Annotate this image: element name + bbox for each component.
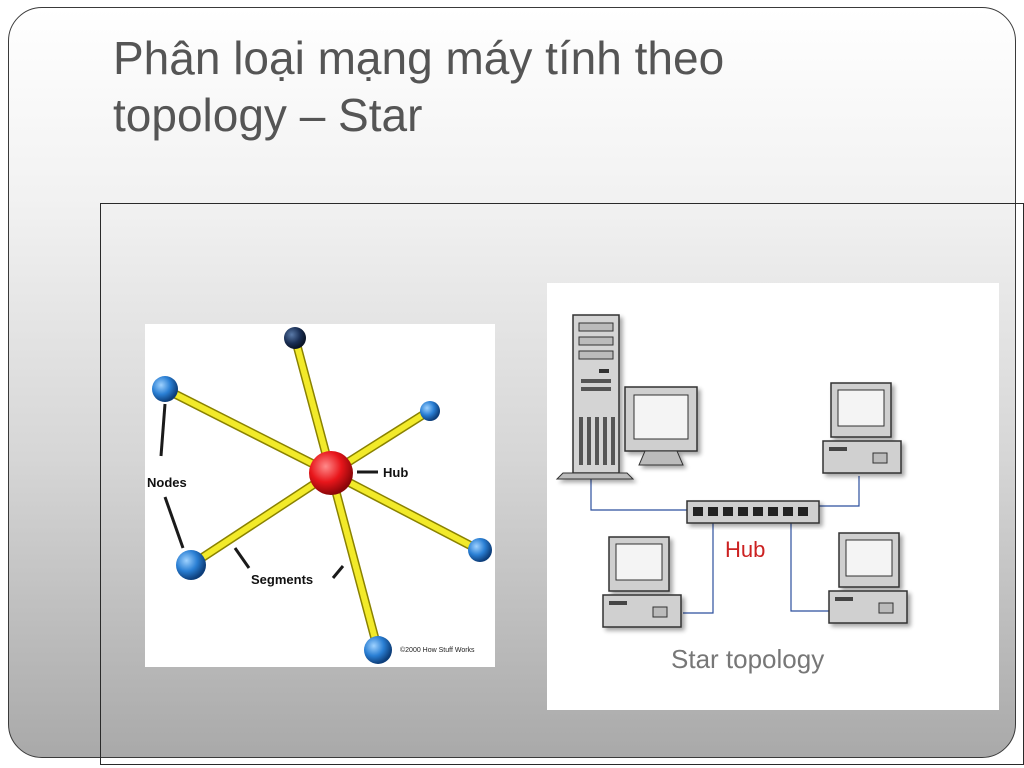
segments [160,333,484,655]
star-topology-svg: Hub Star topology [555,314,908,674]
label-hub: Hub [383,465,408,480]
node-bottom [364,636,392,664]
node-right [468,538,492,562]
hub-device [686,500,820,524]
computer-bottom-right [828,532,908,624]
node-top [284,327,306,349]
label-segments: Segments [251,572,313,587]
cables [590,476,860,614]
callout-lines [159,403,378,579]
node-upper-left [152,376,178,402]
nodes [152,327,492,664]
slide-title: Phân loại mạng máy tính theo topology – … [113,30,873,144]
node-upper-right [420,401,440,421]
node-lower-left [176,550,206,580]
server-workstation [555,314,698,480]
title-line-2: topology – Star [113,89,423,141]
caption-star-topology: Star topology [671,644,824,674]
computer-top-right [822,382,902,474]
star-diagram-left: Hub Nodes Segments ©2000 How Stuff Works [145,324,495,667]
star-diagram-svg: Hub Nodes Segments ©2000 How Stuff Works [147,327,492,664]
star-topology-diagram-right: Hub Star topology [547,283,999,710]
hub-node [309,451,353,495]
computer-bottom-left [602,536,682,628]
title-line-1: Phân loại mạng máy tính theo [113,32,725,84]
label-nodes: Nodes [147,475,187,490]
copyright-text: ©2000 How Stuff Works [400,646,475,654]
label-hub-right: Hub [725,537,765,562]
